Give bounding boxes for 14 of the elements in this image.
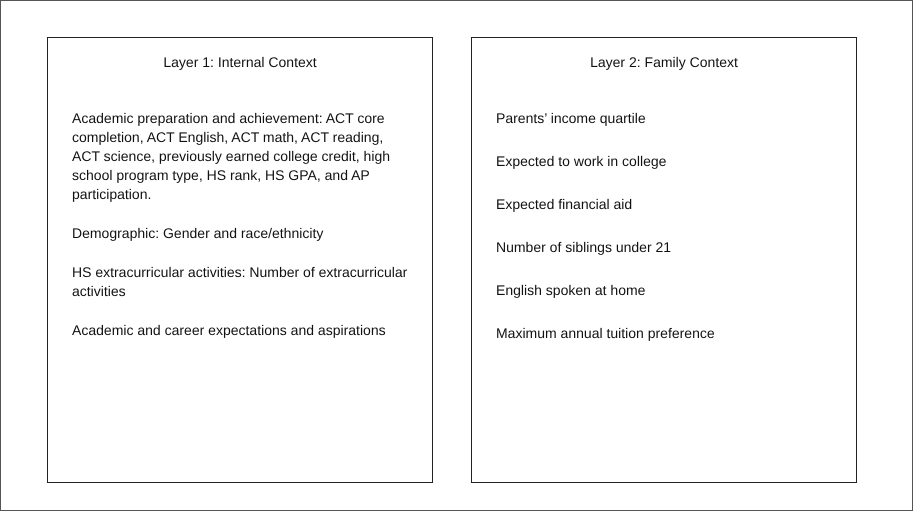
factor-text: English spoken at home xyxy=(496,281,646,300)
factor-text: Maximum annual tuition preference xyxy=(496,324,716,343)
factor-text: Expected financial aid xyxy=(496,195,634,214)
factor-text: Demographic: Gender and race/ethnicity xyxy=(72,224,324,243)
layer-heading: Layer 1: Internal Context xyxy=(162,53,318,72)
factor-text: Parents’ income quartile xyxy=(496,109,647,128)
factor-text: Academic preparation and achievement: ACT core completion, ACT English, ACT math, ACT reading, ACT science, previously earned college credit, high school program type, HS rank, HS GPA, and AP participation. xyxy=(72,109,392,204)
layer-heading: Layer 2: Family Context xyxy=(589,53,739,72)
factor-text: Academic and career expectations and aspirations xyxy=(72,321,387,340)
factor-text: Expected to work in college xyxy=(496,152,668,171)
factor-text: HS extracurricular activities: Number of extracurricular activities xyxy=(72,263,408,301)
factor-text: Number of siblings under 21 xyxy=(496,238,672,257)
layer-box xyxy=(47,37,433,483)
layer-box xyxy=(471,37,857,483)
